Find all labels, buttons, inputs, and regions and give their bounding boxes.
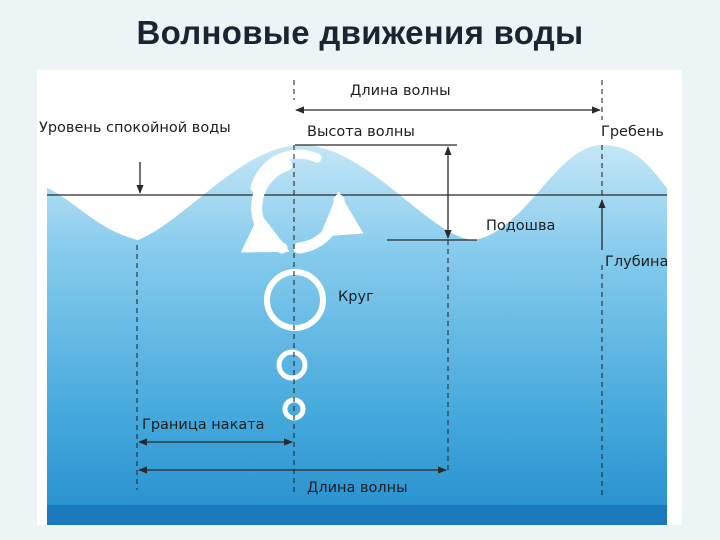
orbit-circle-small [276,349,308,381]
wave-height-label: Высота волны [307,124,415,140]
crest-label: Гребень [601,124,664,140]
orbit-circles [240,149,364,421]
depth-label: Глубина [605,254,668,270]
still-water-level-label: Уровень спокойной воды [39,120,231,136]
seabed [47,505,667,525]
slide-title: Волновые движения воды [136,14,584,51]
wavelength-bottom-label: Длина волны [307,480,408,496]
water-body [47,145,667,505]
wavelength-top-label: Длина волны [350,83,451,99]
surface-orbit-arc-right [293,191,364,254]
guide-lines [136,80,603,495]
orbit-circle-medium [264,269,326,331]
dimension-arrows [136,106,606,474]
circle-label: Круг [338,289,374,305]
wave-diagram-svg: Длина волны Уровень спокойной воды Высот… [39,80,668,525]
surface-orbit-arc-top [250,149,322,193]
trough-label: Подошва [486,218,555,234]
surface-orbit-arc-left [240,159,293,254]
wave-base-label: Граница наката [142,417,265,433]
wave-diagram: Длина волны Уровень спокойной воды Высот… [37,70,682,525]
